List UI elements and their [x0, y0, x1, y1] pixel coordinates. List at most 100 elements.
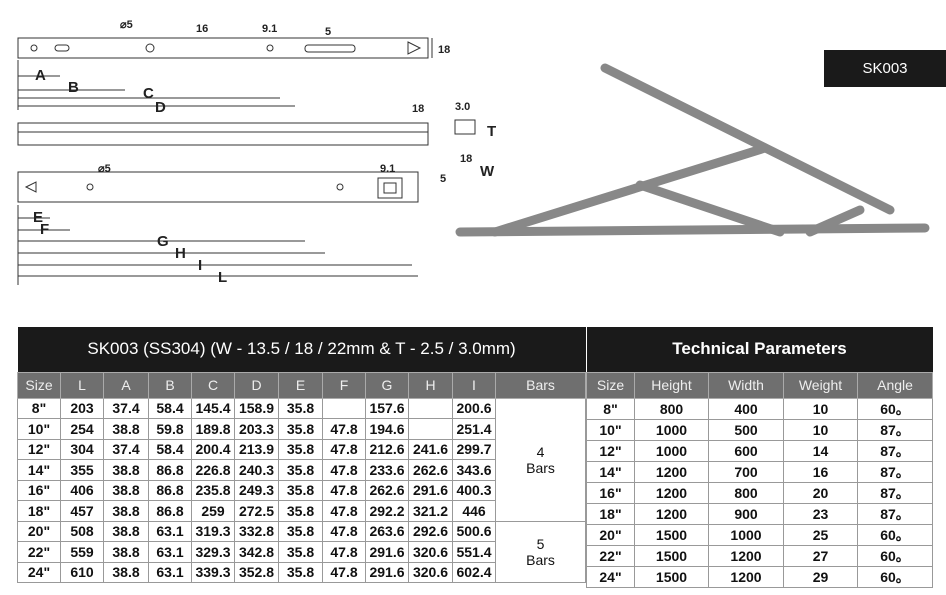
- column-header: L: [60, 371, 104, 399]
- svg-text:9.1: 9.1: [262, 23, 277, 35]
- table-cell: 60。: [856, 397, 934, 420]
- table-cell: 38.8: [103, 561, 149, 583]
- table-cell: 23: [783, 502, 858, 525]
- svg-text:16: 16: [196, 23, 208, 35]
- svg-text:G: G: [157, 233, 169, 250]
- svg-text:C: C: [143, 85, 154, 102]
- table-cell: 14": [586, 460, 635, 483]
- svg-text:I: I: [198, 257, 202, 274]
- table-cell: 320.6: [408, 541, 453, 563]
- stay-photo: [455, 63, 930, 237]
- table-cell: 24": [17, 561, 61, 583]
- column-header: Angle: [856, 371, 934, 399]
- table-cell: 8": [586, 397, 635, 420]
- stay-bottom-view: [17, 171, 419, 203]
- table-cell: 355: [60, 459, 104, 481]
- column-header: H: [408, 371, 453, 399]
- table-cell: 1200: [708, 544, 784, 567]
- table-cell: 319.3: [191, 520, 235, 542]
- stay-side-view: [17, 122, 429, 146]
- model-badge: SK003: [824, 50, 946, 87]
- table-cell: 500.6: [452, 520, 496, 542]
- table-cell: 559: [60, 541, 104, 563]
- svg-text:F: F: [40, 221, 49, 238]
- table-cell: 18": [586, 502, 635, 525]
- spec-table-title: SK003 (SS304) (W - 13.5 / 18 / 22mm & T …: [17, 327, 586, 372]
- table-cell: [408, 397, 453, 419]
- table-cell: 254: [60, 418, 104, 440]
- table-cell: 18": [17, 500, 61, 522]
- table-cell: 1200: [708, 565, 784, 588]
- table-cell: 212.6: [365, 438, 409, 460]
- table-cell: 87。: [856, 481, 934, 504]
- column-header: F: [322, 371, 366, 399]
- table-cell: 22": [586, 544, 635, 567]
- table-cell: 800: [708, 481, 784, 504]
- svg-text:18: 18: [460, 153, 472, 165]
- table-cell: 60。: [856, 565, 934, 588]
- table-cell: 35.8: [278, 459, 323, 481]
- svg-text:⌀5: ⌀5: [98, 163, 111, 175]
- table-cell: 35.8: [278, 418, 323, 440]
- table-cell: 22": [17, 541, 61, 563]
- table-cell: 37.4: [103, 438, 149, 460]
- table-cell: 86.8: [148, 479, 192, 501]
- table-cell: 262.6: [365, 479, 409, 501]
- table-cell: 35.8: [278, 479, 323, 501]
- table-cell: 58.4: [148, 438, 192, 460]
- table-cell: 20": [586, 523, 635, 546]
- table-cell: 500: [708, 418, 784, 441]
- table-cell: 1500: [634, 523, 709, 546]
- svg-text:5: 5: [440, 173, 446, 185]
- table-cell: 1200: [634, 460, 709, 483]
- table-cell: 292.2: [365, 500, 409, 522]
- column-header: Bars: [494, 371, 587, 399]
- table-cell: 800: [634, 397, 709, 420]
- table-cell: 12": [17, 438, 61, 460]
- table-cell: 304: [60, 438, 104, 460]
- table-cell: 12": [586, 439, 635, 462]
- table-cell: 47.8: [322, 459, 366, 481]
- table-cell: [408, 418, 453, 440]
- table-cell: 251.4: [452, 418, 496, 440]
- table-cell: 47.8: [322, 541, 366, 563]
- table-cell: 35.8: [278, 561, 323, 583]
- table-cell: 203.3: [234, 418, 279, 440]
- table-cell: 263.6: [365, 520, 409, 542]
- table-cell: 291.6: [365, 541, 409, 563]
- column-header: G: [365, 371, 409, 399]
- table-cell: 38.8: [103, 418, 149, 440]
- column-header: Width: [708, 371, 784, 399]
- table-cell: 700: [708, 460, 784, 483]
- svg-text:D: D: [155, 99, 166, 116]
- table-cell: 38.8: [103, 500, 149, 522]
- table-cell: 213.9: [234, 438, 279, 460]
- table-cell: 37.4: [103, 397, 149, 419]
- table-cell: 63.1: [148, 561, 192, 583]
- table-cell: 20: [783, 481, 858, 504]
- table-cell: 1500: [634, 544, 709, 567]
- table-cell: 299.7: [452, 438, 496, 460]
- table-cell: 241.6: [408, 438, 453, 460]
- table-cell: 86.8: [148, 500, 192, 522]
- table-cell: 226.8: [191, 459, 235, 481]
- table-cell: 203: [60, 397, 104, 419]
- table-cell: 235.8: [191, 479, 235, 501]
- table-cell: 58.4: [148, 397, 192, 419]
- column-header: E: [278, 371, 323, 399]
- table-cell: 14: [783, 439, 858, 462]
- profile-section: [454, 119, 476, 135]
- table-cell: 10: [783, 418, 858, 441]
- table-cell: 1000: [634, 418, 709, 441]
- table-cell: 249.3: [234, 479, 279, 501]
